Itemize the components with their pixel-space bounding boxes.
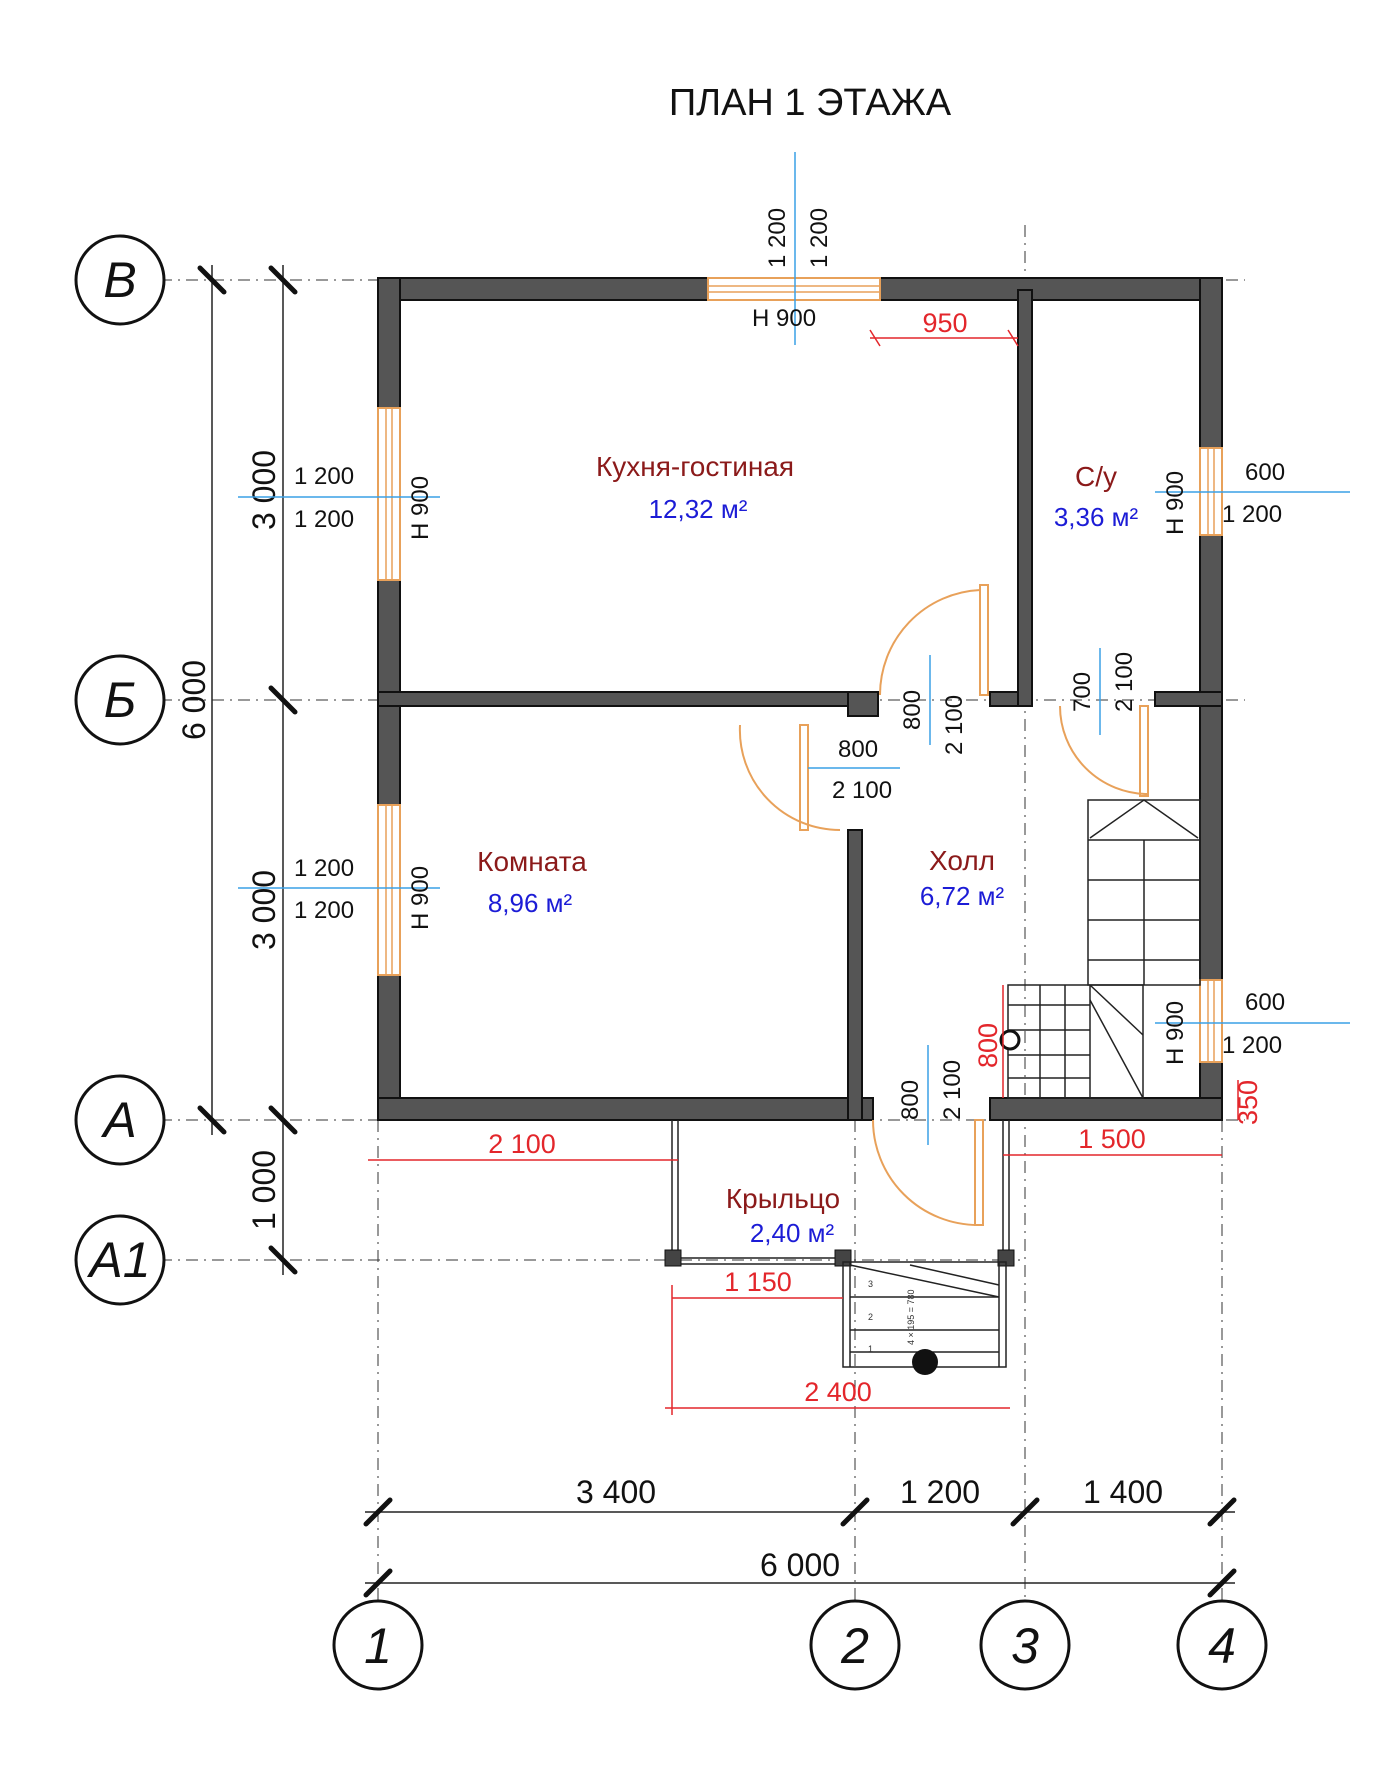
win-ru-sill: Н 900 <box>1162 471 1189 535</box>
win-lu-h: 1 200 <box>294 506 354 533</box>
grid-lines <box>160 225 1245 1605</box>
window-right-lower <box>1199 979 1223 1063</box>
dim-porch-right: 1 500 <box>1078 1124 1146 1154</box>
axis-label-3: 3 <box>1011 1618 1039 1674</box>
row-axis-markers: В Б А А1 <box>74 234 166 1306</box>
axis-label-b: Б <box>104 672 137 728</box>
plan-title: ПЛАН 1 ЭТАЖА <box>669 82 952 124</box>
dim-porch-left: 2 100 <box>488 1129 556 1159</box>
door-bath-w: 700 <box>1069 672 1096 712</box>
interior-stairs <box>999 799 1201 1099</box>
win-ll-w: 1 200 <box>294 855 354 882</box>
axis-bubble-1 <box>332 1599 424 1691</box>
col-axis-markers: 1 2 3 4 <box>332 1599 1268 1691</box>
win-rl-h: 1 200 <box>1222 1032 1282 1059</box>
door-labels: 800 2 100 800 2 100 700 2 100 800 2 100 <box>832 652 1138 1120</box>
axis-label-a: А <box>100 1092 136 1148</box>
porch-step-2: 2 <box>868 1312 873 1322</box>
door-entry-w: 800 <box>897 1080 924 1120</box>
door-room <box>738 724 841 832</box>
door-entry <box>872 1119 979 1226</box>
room-hall-name: Холл <box>929 845 995 876</box>
win-rl-w: 600 <box>1245 989 1285 1016</box>
room-porch-name: Крыльцо <box>726 1183 840 1214</box>
axis-label-a1: А1 <box>86 1232 150 1288</box>
dim-bottom-2: 1 200 <box>900 1474 980 1510</box>
door-bath <box>1059 705 1149 795</box>
windows <box>377 277 1223 1063</box>
dim-porch-total: 2 400 <box>804 1377 872 1407</box>
axis-label-1: 1 <box>364 1618 392 1674</box>
window-left-lower <box>377 804 401 976</box>
door-kitchen-w: 800 <box>899 690 926 730</box>
door-room-h: 2 100 <box>832 777 892 804</box>
win-ll-sill: Н 900 <box>407 866 434 930</box>
left-dimensions: 6 000 3 000 3 000 1 000 <box>176 265 298 1275</box>
porch-step-note: 4 × 195 = 780 <box>906 1289 916 1345</box>
win-lu-sill: Н 900 <box>407 476 434 540</box>
axis-label-4: 4 <box>1208 1618 1236 1674</box>
red-dimensions: 950 2 100 1 500 1 150 2 400 800 350 <box>368 308 1263 1415</box>
bottom-dimensions: 3 400 1 200 1 400 6 000 <box>363 1474 1237 1598</box>
door-kitchen-h: 2 100 <box>941 695 968 755</box>
axis-bubble-v <box>74 234 166 326</box>
porch-step-1: 1 <box>868 1344 873 1354</box>
room-komnata-name: Комната <box>477 846 587 877</box>
room-porch-area: 2,40 м² <box>750 1218 835 1248</box>
door-kitchen <box>878 589 981 696</box>
win-top-h: 1 200 <box>806 208 833 268</box>
axis-label-2: 2 <box>840 1618 869 1674</box>
win-top-w: 1 200 <box>764 208 791 268</box>
dim-stair-w: 1 150 <box>724 1267 792 1297</box>
dim-left-total: 6 000 <box>176 660 212 740</box>
dim-stair-350: 350 <box>1233 1080 1263 1125</box>
win-rl-sill: Н 900 <box>1162 1001 1189 1065</box>
room-hall-area: 6,72 м² <box>920 881 1005 911</box>
window-labels: 1 200 1 200 Н 900 1 200 1 200 Н 900 1 20… <box>294 208 1285 1065</box>
win-ru-w: 600 <box>1245 459 1285 486</box>
win-lu-w: 1 200 <box>294 463 354 490</box>
window-top <box>707 277 881 301</box>
dim-left-upper: 3 000 <box>246 450 282 530</box>
axis-bubble-a1 <box>74 1214 166 1306</box>
room-kitchen-name: Кухня-гостиная <box>596 451 794 482</box>
dim-left-lower: 3 000 <box>246 870 282 950</box>
win-top-sill: Н 900 <box>752 305 816 332</box>
axis-bubble-4 <box>1176 1599 1268 1691</box>
dim-bottom-3: 1 400 <box>1083 1474 1163 1510</box>
door-room-w: 800 <box>838 736 878 763</box>
axis-bubble-b <box>74 654 166 746</box>
axis-bubble-a <box>74 1074 166 1166</box>
door-entry-h: 2 100 <box>939 1060 966 1120</box>
dim-bottom-1: 3 400 <box>576 1474 656 1510</box>
window-left-upper <box>377 407 401 581</box>
dim-bottom-total: 6 000 <box>760 1547 840 1583</box>
dim-stair-800: 800 <box>973 1023 1003 1068</box>
win-ll-h: 1 200 <box>294 897 354 924</box>
axis-label-v: В <box>103 252 136 308</box>
room-komnata-area: 8,96 м² <box>488 888 573 918</box>
door-bath-h: 2 100 <box>1111 652 1138 712</box>
axis-bubble-2 <box>809 1599 901 1691</box>
win-ru-h: 1 200 <box>1222 501 1282 528</box>
doors <box>738 584 1149 1226</box>
porch-step-3: 3 <box>868 1279 873 1289</box>
porch: 1 2 3 4 × 195 = 780 <box>664 1120 1015 1375</box>
room-bath-area: 3,36 м² <box>1054 502 1139 532</box>
room-labels: Кухня-гостиная 12,32 м² С/у 3,36 м² Комн… <box>477 451 1138 1248</box>
room-kitchen-area: 12,32 м² <box>649 494 748 524</box>
axis-bubble-3 <box>979 1599 1071 1691</box>
room-bath-name: С/у <box>1075 461 1117 492</box>
dim-950: 950 <box>922 308 967 338</box>
dim-left-porch: 1 000 <box>246 1150 282 1230</box>
blue-markers <box>238 152 1350 1145</box>
